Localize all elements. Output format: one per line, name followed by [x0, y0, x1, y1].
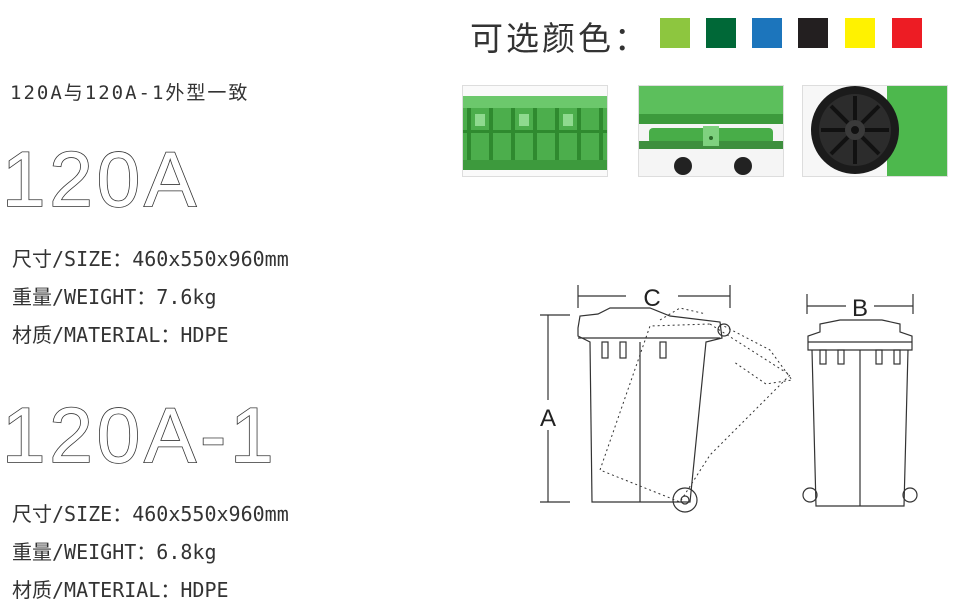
wheel-photo	[802, 85, 948, 177]
specs-120a: 尺寸/SIZE：460x550x960mm 重量/WEIGHT：7.6kg 材质…	[12, 240, 289, 354]
size-value: 460x550x960mm	[132, 247, 289, 271]
material-value: HDPE	[180, 578, 229, 602]
color-options-label: 可选颜色：	[470, 19, 650, 58]
axle-hinge-photo	[638, 85, 784, 177]
weight-row: 重量/WEIGHT：7.6kg	[12, 278, 289, 316]
color-swatch-dark-green	[706, 18, 736, 48]
weight-row: 重量/WEIGHT：6.8kg	[12, 533, 289, 571]
size-label: 尺寸/SIZE：	[12, 247, 133, 271]
weight-label: 重量/WEIGHT：	[12, 285, 157, 309]
size-value: 460x550x960mm	[132, 502, 289, 526]
material-label: 材质/MATERIAL：	[12, 323, 181, 347]
specs-120a-1: 尺寸/SIZE：460x550x960mm 重量/WEIGHT：6.8kg 材质…	[12, 495, 289, 609]
dimension-label-c: C	[643, 285, 660, 312]
weight-value: 6.8kg	[156, 540, 217, 564]
color-swatch-blue	[752, 18, 782, 48]
material-value: HDPE	[180, 323, 229, 347]
model-title-120a: 120A	[1, 135, 201, 223]
color-swatch-red	[892, 18, 922, 48]
weight-label: 重量/WEIGHT：	[12, 540, 157, 564]
material-label: 材质/MATERIAL：	[12, 578, 181, 602]
material-row: 材质/MATERIAL：HDPE	[12, 571, 289, 609]
model-title-120a-1: 120A-1	[1, 391, 278, 479]
dimension-label-a: A	[540, 405, 556, 432]
color-swatch-black	[798, 18, 828, 48]
dimension-label-b: B	[852, 295, 868, 322]
dimension-diagram: A C B	[520, 280, 960, 610]
material-row: 材质/MATERIAL：HDPE	[12, 316, 289, 354]
color-swatch-light-green	[660, 18, 690, 48]
lid-ribs-photo	[462, 85, 608, 177]
size-label: 尺寸/SIZE：	[12, 502, 133, 526]
shape-note: 120A与120A-1外型一致	[10, 82, 250, 104]
size-row: 尺寸/SIZE：460x550x960mm	[12, 240, 289, 278]
size-row: 尺寸/SIZE：460x550x960mm	[12, 495, 289, 533]
weight-value: 7.6kg	[156, 285, 217, 309]
color-swatch-yellow	[845, 18, 875, 48]
